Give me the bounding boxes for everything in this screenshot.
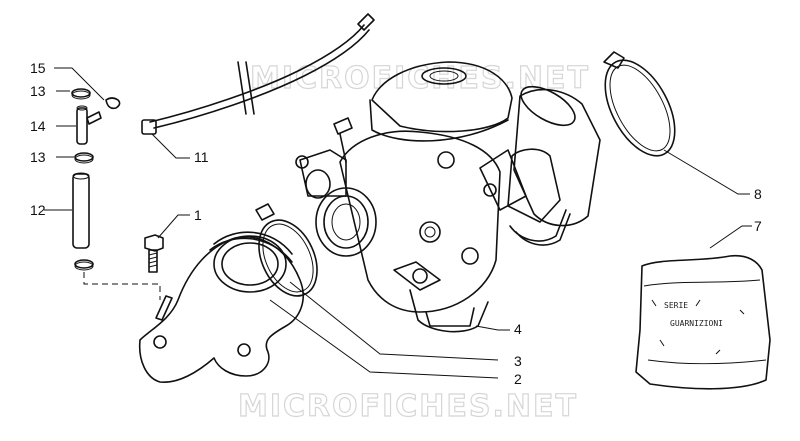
assembly-line: [83, 272, 161, 300]
callout-11: 11: [194, 149, 209, 165]
part-ring-lower: [74, 259, 94, 271]
callout-8: 8: [754, 186, 762, 202]
callout-12: 12: [30, 202, 46, 218]
leader-lines: [44, 67, 752, 379]
callout-13-bottom: 13: [30, 149, 46, 165]
part-1-bolt: [144, 234, 164, 273]
part-13-ring-top: [71, 88, 91, 100]
part-11-cable: [141, 13, 375, 135]
callout-15: 15: [30, 60, 46, 76]
callout-2: 2: [514, 371, 522, 387]
part-12-hose: [72, 172, 90, 249]
part-8-clamp: [603, 51, 676, 157]
bag-label-line2: GUARNIZIONI: [670, 319, 723, 328]
callout-14: 14: [30, 118, 46, 134]
part-13-ring-bottom: [74, 152, 94, 164]
part-15-clip: [105, 97, 121, 110]
part-intake-manifold: [138, 231, 304, 383]
part-14-t-fitting: [76, 105, 102, 145]
part-4-carburettor: [295, 61, 513, 333]
part-starter-cylinder: [479, 85, 601, 246]
part-7-gasket-bag: SERIE GUARNIZIONI: [635, 254, 771, 390]
watermark-bottom: MICROFICHES.NET: [238, 389, 578, 424]
callout-4: 4: [514, 321, 522, 337]
callout-3: 3: [514, 353, 522, 369]
callout-7: 7: [754, 218, 762, 234]
callout-1: 1: [194, 207, 202, 223]
bag-label-line1: SERIE: [664, 301, 688, 310]
callout-13-top: 13: [30, 83, 46, 99]
